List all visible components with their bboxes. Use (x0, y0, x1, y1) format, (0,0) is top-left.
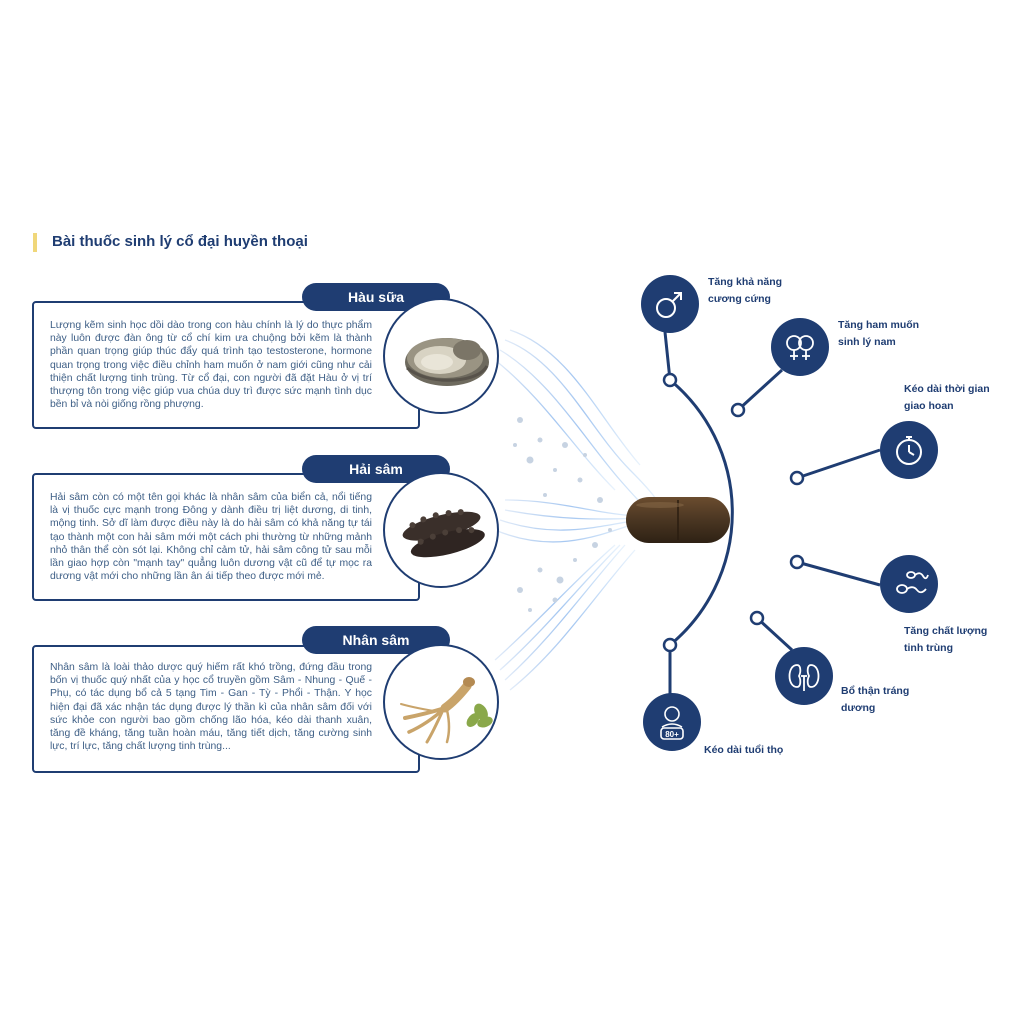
sea-cucumber-image (383, 472, 499, 588)
age-badge-text: 80+ (665, 730, 679, 739)
ingredient-card-sea-cucumber: Hải sâm còn có một tên gọi khác là nhân … (32, 473, 420, 601)
ingredient-description: Lượng kẽm sinh học dồi dào trong con hàu… (50, 320, 372, 411)
ingredient-card-ginseng: Nhân sâm là loài thảo dược quý hiếm rất … (32, 645, 420, 773)
benefit-label: Bổ thận tráng dương (841, 685, 910, 714)
particles (513, 417, 612, 612)
benefit-label: Kéo dài thời gian giao hoan (904, 383, 990, 412)
oyster-image (383, 298, 499, 414)
ingredient-title-pill: Nhân sâm (302, 626, 450, 654)
ingredient-description: Nhân sâm là loài thảo dược quý hiếm rất … (50, 662, 372, 753)
ginseng-image (383, 644, 499, 760)
stopwatch-icon (880, 421, 938, 479)
benefit-connector (663, 331, 881, 695)
sperm-icon (880, 555, 938, 613)
benefit-label: Tăng khả năng cương cứng (708, 276, 783, 305)
benefit-label: Kéo dài tuổi thọ (704, 744, 784, 756)
benefit-label: Tăng ham muốn sinh lý nam (838, 319, 920, 348)
connector-nodes (662, 372, 805, 653)
kidney-icon (775, 647, 833, 705)
male-symbol-icon (641, 275, 699, 333)
gender-symbols-icon (771, 318, 829, 376)
ingredient-card-oyster: Lượng kẽm sinh học dồi dào trong con hàu… (32, 301, 420, 429)
ingredient-description: Hải sâm còn có một tên gọi khác là nhân … (50, 492, 372, 583)
title-accent-bar (33, 233, 37, 252)
elder-80-icon: 80+ (643, 693, 701, 751)
benefit-label: Tăng chất lượng tinh trùng (904, 625, 988, 654)
page-title: Bài thuốc sinh lý cổ đại huyền thoại (52, 233, 308, 250)
capsule (626, 497, 730, 543)
